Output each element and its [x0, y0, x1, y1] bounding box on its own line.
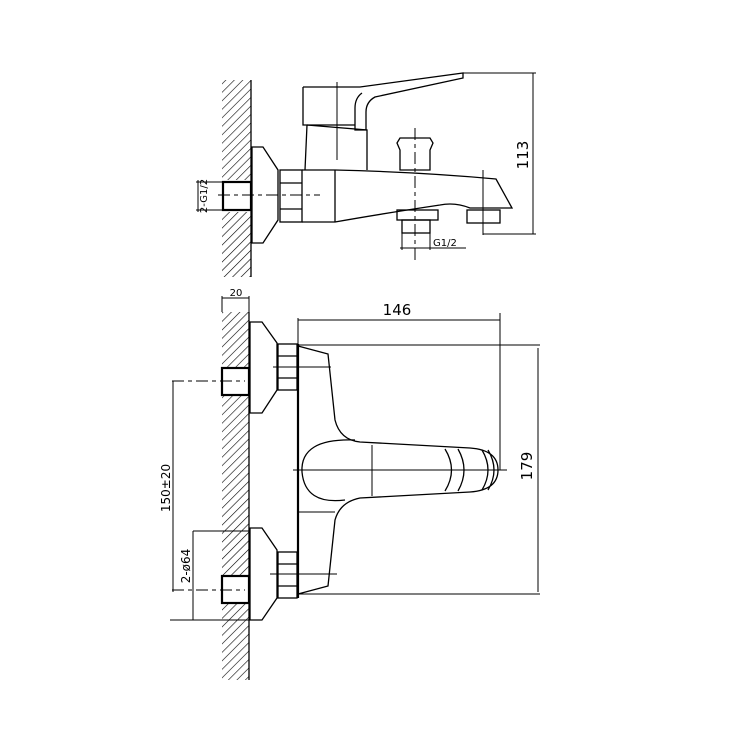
lever-handle [302, 72, 464, 131]
wall-section [222, 80, 252, 277]
side-view: 2-G1/2 G1/2 113 [196, 72, 536, 277]
inlet-spacing-dim: 150±20 [159, 464, 173, 512]
front-height-dim: 179 [518, 452, 536, 481]
handle-round-end [301, 439, 356, 502]
depth-dim: 146 [383, 301, 412, 319]
inlet-thread-label: 2-G1/2 [199, 179, 210, 213]
inlet-pipe-stub [221, 180, 253, 212]
lower-nut [277, 551, 298, 599]
connector-nut [279, 169, 303, 223]
outlet-thread-label: G1/2 [433, 238, 457, 249]
side-height-dim: 113 [514, 141, 532, 170]
diverter-knob [396, 137, 434, 171]
wall-section [222, 312, 250, 680]
cartridge-housing [304, 124, 368, 171]
upper-flange [249, 321, 278, 414]
bottom-outlet [396, 209, 439, 221]
mixer-body [302, 169, 514, 223]
wall-offset-dim: 20 [230, 288, 243, 299]
outlet-connector [401, 219, 431, 234]
flange-dim: 2-ø64 [179, 549, 193, 584]
front-view: 20 146 179 150±20 2-ø64 [159, 288, 540, 680]
escutcheon-flange [251, 146, 279, 244]
